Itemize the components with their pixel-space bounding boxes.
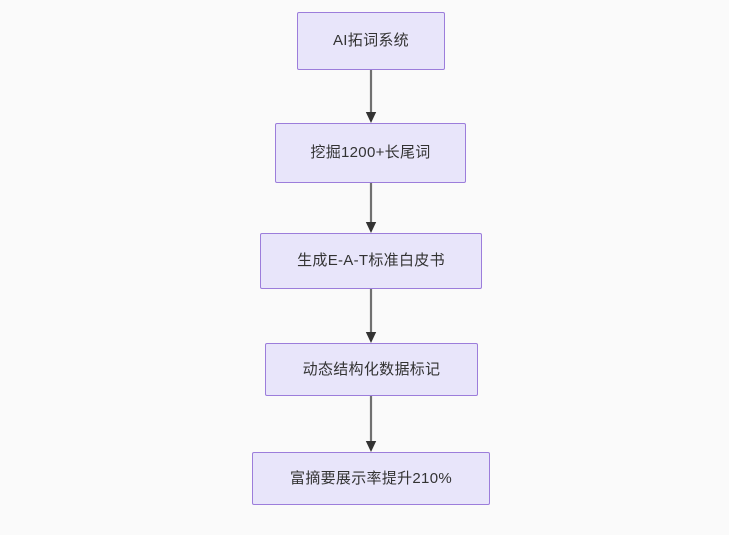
flow-node-dynamic-structured-data-markup[interactable]: 动态结构化数据标记 xyxy=(265,343,478,396)
flow-node-label: 挖掘1200+长尾词 xyxy=(310,144,431,161)
flow-node-mine-longtail-keywords[interactable]: 挖掘1200+长尾词 xyxy=(275,123,466,183)
flow-edge-2 xyxy=(361,289,381,343)
flow-node-label: AI拓词系统 xyxy=(333,32,409,49)
flow-edge-0 xyxy=(361,70,381,123)
flow-edge-1 xyxy=(361,183,381,233)
flow-node-label: 生成E-A-T标准白皮书 xyxy=(297,252,445,269)
flow-node-rich-snippet-rate-increase[interactable]: 富摘要展示率提升210% xyxy=(252,452,490,505)
flow-edge-3 xyxy=(361,396,381,452)
flow-node-ai-keyword-system[interactable]: AI拓词系统 xyxy=(297,12,445,70)
flow-node-label: 动态结构化数据标记 xyxy=(302,360,441,378)
flow-node-generate-eat-whitepaper[interactable]: 生成E-A-T标准白皮书 xyxy=(260,233,482,289)
flow-node-label: 富摘要展示率提升210% xyxy=(290,469,452,487)
